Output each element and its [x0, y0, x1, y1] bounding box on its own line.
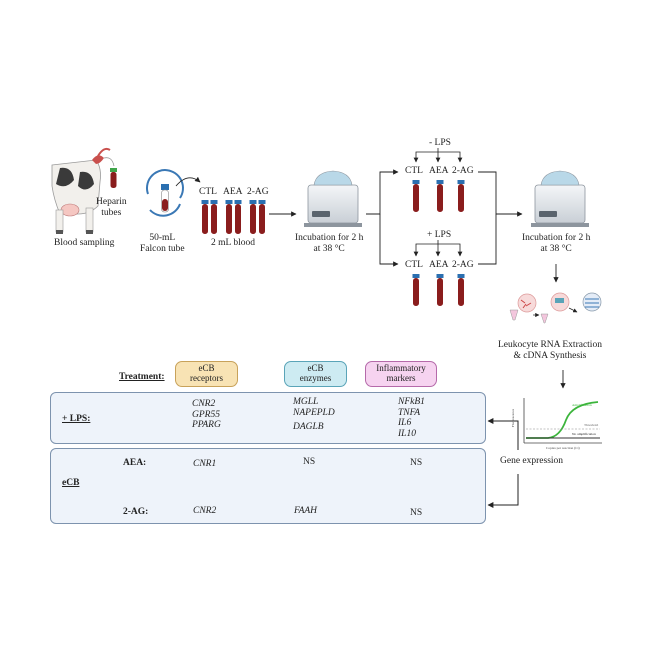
falcon-tube-label: 50-mL Falcon tube — [140, 233, 185, 254]
2ag-marker-result: NS — [410, 508, 423, 518]
arrow-falcon-to-tubes — [175, 176, 201, 187]
rna-extraction-icons — [509, 292, 602, 324]
aea-marker-result: NS — [410, 458, 423, 468]
aliquot-tube-0-0 — [201, 200, 209, 234]
aliquot-tube-2-1 — [258, 200, 266, 234]
qpcr-threshold-label: Threshold — [584, 423, 599, 427]
water-bath-incubator-icon — [304, 170, 362, 227]
qpcr-no-amplification-label: No amplification — [572, 432, 596, 436]
two-ml-blood-label: 2 mL blood — [211, 238, 255, 248]
plus-lps-2ag: 2-AG — [452, 260, 474, 270]
plus-lps-tube-0 — [412, 274, 420, 306]
2ag-enzyme-gene: FAAH — [294, 506, 318, 516]
aliquot-tube-2-0 — [249, 200, 257, 234]
lps-enzyme-genes-down: DAGLB — [293, 422, 324, 432]
gene-expression-label: Gene expression — [500, 456, 564, 466]
cow-illustration — [51, 147, 111, 234]
minus-lps-fork-arrows — [413, 148, 463, 163]
plus-lps-tube-1 — [436, 274, 444, 306]
falcon-tube-icon — [146, 169, 184, 217]
treatment-label: Treatment: — [119, 372, 165, 382]
minus-lps-tube-2 — [457, 180, 465, 212]
amplification-curve — [526, 401, 599, 439]
arrow-merge-to-incubator-2 — [478, 171, 523, 217]
arrow-merge-lower — [478, 214, 497, 265]
incubation-2-label: Incubation for 2 h at 38 °C — [522, 233, 591, 254]
minus-lps-2ag: 2-AG — [452, 166, 474, 176]
arrow-to-plus-lps — [379, 214, 399, 267]
minus-lps-tube-0 — [412, 180, 420, 212]
lps-marker-genes: NFkB1 TNFA IL6 IL10 — [398, 397, 425, 439]
ecb-results-panel — [50, 448, 486, 524]
qpcr-xlabel: Copies per reaction (Ct) — [546, 446, 580, 450]
minus-lps-aea: AEA — [429, 166, 449, 176]
minus-lps-label: - LPS — [429, 138, 451, 148]
header-ecb-receptors: eCB receptors — [175, 361, 238, 387]
header-ecb-enzymes: eCB enzymes — [284, 361, 347, 387]
incubation-1-label: Incubation for 2 h at 38 °C — [295, 233, 364, 254]
plus-lps-tube-2 — [457, 274, 465, 306]
needle-line — [103, 157, 115, 167]
header-inflammatory-markers: Inflammatory markers — [365, 361, 437, 387]
plus-lps-ctl: CTL — [405, 260, 423, 270]
aea-enzyme-result: NS — [303, 457, 316, 467]
2ag-receptor-gene: CNR2 — [193, 506, 217, 516]
lps-row-label: + LPS: — [62, 414, 91, 424]
plus-lps-fork-arrows — [413, 240, 463, 257]
aliquot-tube-1-1 — [234, 200, 242, 234]
lps-results-panel — [50, 392, 486, 444]
rna-extraction-label: Leukocyte RNA Extraction & cDNA Synthesi… — [498, 340, 602, 361]
arrow-to-minus-lps — [366, 169, 399, 215]
condition-label-aea: AEA — [223, 187, 243, 197]
condition-label-ctl: CTL — [199, 187, 217, 197]
plus-lps-aea: AEA — [429, 260, 449, 270]
aliquot-tube-0-1 — [210, 200, 218, 234]
qpcr-amplification-plot — [523, 398, 602, 444]
arrow-to-lps-panel — [487, 418, 519, 450]
lps-enzyme-genes-up: MGLL NAPEPLD — [293, 397, 335, 418]
2ag-row-label: 2-AG: — [123, 507, 149, 517]
minus-lps-ctl: CTL — [405, 166, 423, 176]
qpcr-ylabel: Fluorescence — [511, 408, 516, 428]
water-bath-incubator-2-icon — [531, 170, 589, 227]
aea-receptor-gene: CNR1 — [193, 459, 217, 469]
blood-tubes-group — [201, 180, 465, 306]
heparin-tube-icon — [110, 168, 117, 188]
lps-receptor-genes: CNR2 GPR55 PPARG — [192, 399, 221, 431]
minus-lps-tube-1 — [436, 180, 444, 212]
qpcr-amplification-label: Amplification — [572, 403, 592, 407]
arrow-to-ecb-panel — [487, 474, 519, 508]
blood-sampling-label: Blood sampling — [54, 238, 115, 248]
plus-lps-label: + LPS — [427, 230, 452, 240]
ecb-row-label: eCB — [62, 478, 80, 488]
aliquot-tube-1-0 — [225, 200, 233, 234]
aea-row-label: AEA: — [123, 458, 147, 468]
condition-label-2ag: 2-AG — [247, 187, 269, 197]
heparin-tubes-label: Heparin tubes — [96, 197, 127, 218]
